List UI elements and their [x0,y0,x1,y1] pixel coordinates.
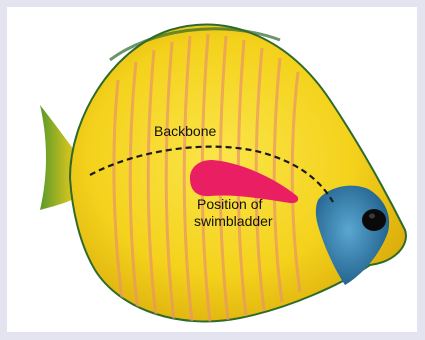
swimbladder-label-line2: swimbladder [194,213,273,229]
backbone-label: Backbone [154,123,216,139]
fish-eye [362,209,386,231]
swimbladder-label-line1: Position of [197,196,262,212]
